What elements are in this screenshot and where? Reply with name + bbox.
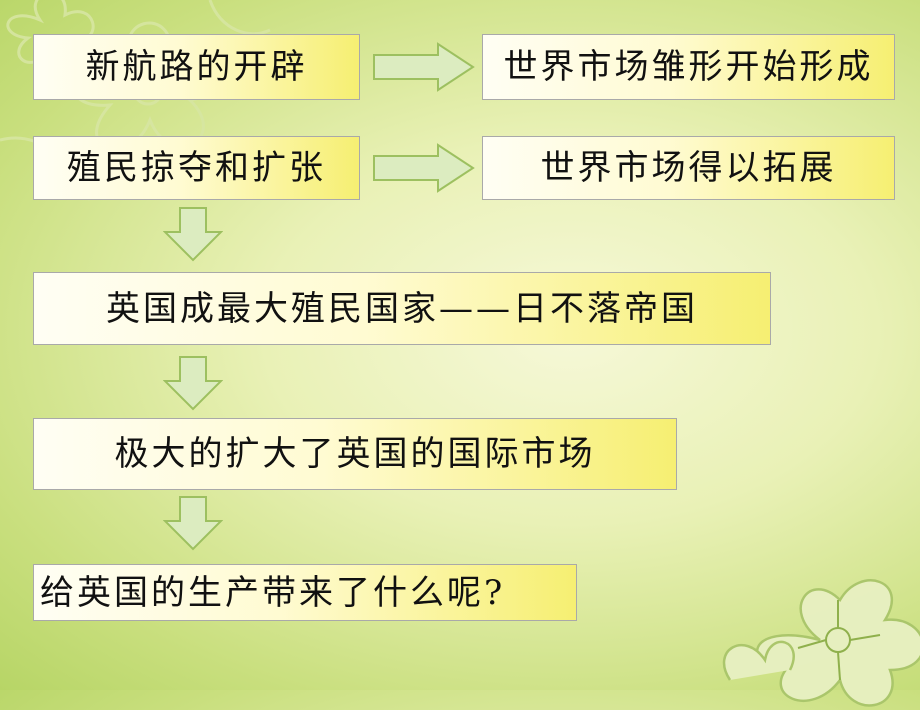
right-arrow-icon bbox=[373, 42, 475, 92]
down-arrow-icon bbox=[163, 356, 223, 411]
node-world-market-embryo: 世界市场雏形开始形成 bbox=[482, 34, 895, 100]
node-question-production-impact: 给英国的生产带来了什么呢? bbox=[33, 564, 577, 621]
node-britain-largest-colonial-power: 英国成最大殖民国家——日不落帝国 bbox=[33, 272, 771, 345]
node-question-production-impact-text: 给英国的生产带来了什么呢? bbox=[40, 572, 506, 613]
node-world-market-embryo-text: 世界市场雏形开始形成 bbox=[503, 47, 874, 87]
node-world-market-expanded-text: 世界市场得以拓展 bbox=[540, 148, 837, 188]
right-arrow-icon bbox=[373, 143, 475, 193]
down-arrow-icon bbox=[163, 207, 223, 262]
node-expanded-international-market: 极大的扩大了英国的国际市场 bbox=[33, 418, 677, 490]
flower-decoration-bottom-right bbox=[722, 579, 920, 707]
node-britain-largest-colonial-power-text: 英国成最大殖民国家——日不落帝国 bbox=[106, 288, 698, 329]
node-colonial-plunder-text: 殖民掠夺和扩张 bbox=[67, 148, 326, 188]
node-new-sea-routes: 新航路的开辟 bbox=[33, 34, 360, 100]
down-arrow-icon bbox=[163, 496, 223, 551]
node-colonial-plunder: 殖民掠夺和扩张 bbox=[33, 136, 360, 200]
node-expanded-international-market-text: 极大的扩大了英国的国际市场 bbox=[114, 434, 596, 474]
node-new-sea-routes-text: 新航路的开辟 bbox=[85, 47, 308, 87]
node-world-market-expanded: 世界市场得以拓展 bbox=[482, 136, 895, 200]
